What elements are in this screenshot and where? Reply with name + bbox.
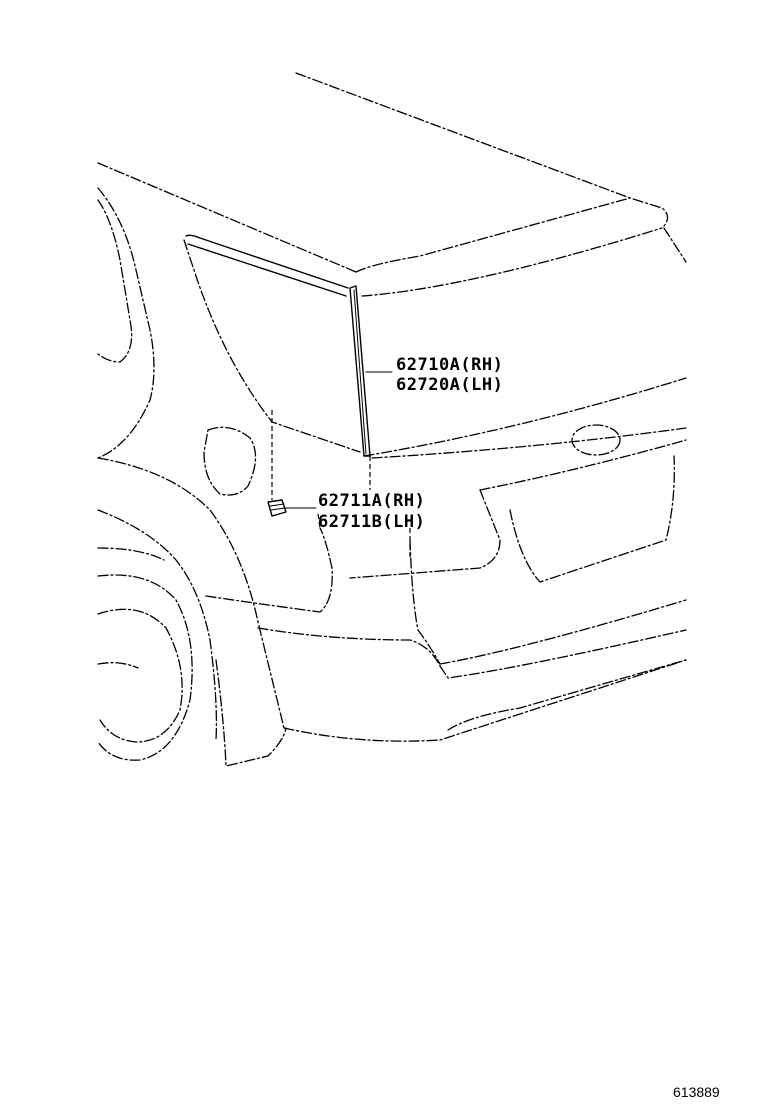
callout-moulding-rh: 62710A(RH) bbox=[396, 355, 503, 375]
quarter-window-moulding bbox=[185, 234, 371, 457]
callout-clip-lh: 62711B(LH) bbox=[318, 512, 425, 532]
callout-moulding-lh: 62720A(LH) bbox=[396, 375, 503, 395]
vehicle-body-outline bbox=[97, 72, 687, 767]
callout-clip-rh: 62711A(RH) bbox=[318, 491, 425, 511]
figure-number: 613889 bbox=[673, 1084, 720, 1100]
leader-lines bbox=[285, 371, 411, 560]
clip-part bbox=[267, 410, 287, 517]
